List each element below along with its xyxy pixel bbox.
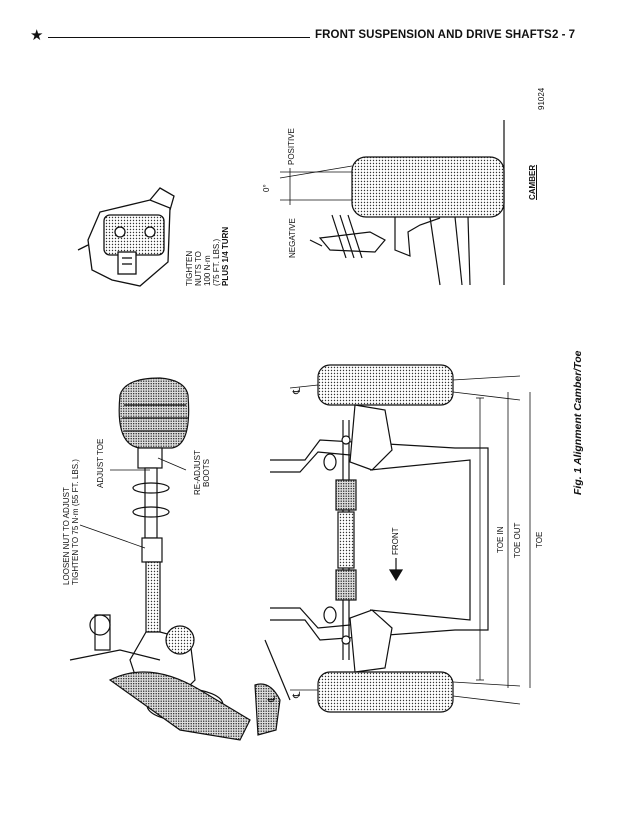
- adjust-toe-label: ADJUST TOE: [96, 438, 105, 488]
- header-rule: [48, 37, 310, 38]
- camber-label: CAMBER: [528, 164, 537, 200]
- toe-label: TOE: [535, 531, 544, 548]
- readjust-line-2: BOOTS: [202, 458, 211, 487]
- positive-label: POSITIVE: [287, 128, 296, 165]
- centerline-icon: ℄: [292, 691, 303, 698]
- figure-number: 91024: [537, 87, 546, 110]
- camber-diagram: [279, 120, 505, 286]
- loosen-note: LOOSEN NUT TO ADJUST TIGHTEN TO 75 N·m (…: [62, 459, 80, 585]
- centerline-icon: ℄: [267, 695, 278, 702]
- readjust-line-1: RE-ADJUST: [193, 450, 202, 495]
- tighten-line-4: (75 FT. LBS.): [212, 238, 221, 286]
- tighten-note: TIGHTEN NUTS TO 100 N·m (75 FT. LBS.) PL…: [185, 227, 230, 286]
- toe-in-label: TOE IN: [496, 524, 505, 555]
- star-icon: ★: [30, 27, 44, 44]
- clamp-detail: [77, 187, 175, 287]
- negative-label: NEGATIVE: [288, 218, 297, 258]
- tighten-line-1: TIGHTEN: [185, 250, 194, 286]
- readjust-note: RE-ADJUST BOOTS: [193, 450, 211, 495]
- centerline-icon: ℄: [292, 387, 303, 394]
- tie-rod-assembly: [69, 377, 291, 741]
- page-number: 2 - 7: [552, 29, 576, 41]
- tighten-line-5: PLUS 1/4 TURN: [221, 226, 230, 286]
- section-title: FRONT SUSPENSION AND DRIVE SHAFTS: [315, 29, 552, 41]
- loosen-line-1: LOOSEN NUT TO ADJUST: [62, 487, 71, 585]
- loosen-line-2: TIGHTEN TO 75 N·m (55 FT. LBS.): [71, 459, 80, 585]
- tighten-line-2: NUTS TO: [194, 251, 203, 286]
- figure-caption: Fig. 1 Alignment Camber/Toe: [572, 350, 584, 496]
- front-label: FRONT: [391, 527, 400, 555]
- camber-angle-label: 0°: [262, 184, 271, 192]
- toe-out-label: TOE OUT: [513, 520, 522, 560]
- tighten-line-3: 100 N·m: [203, 255, 212, 286]
- toe-diagram: [79, 364, 531, 713]
